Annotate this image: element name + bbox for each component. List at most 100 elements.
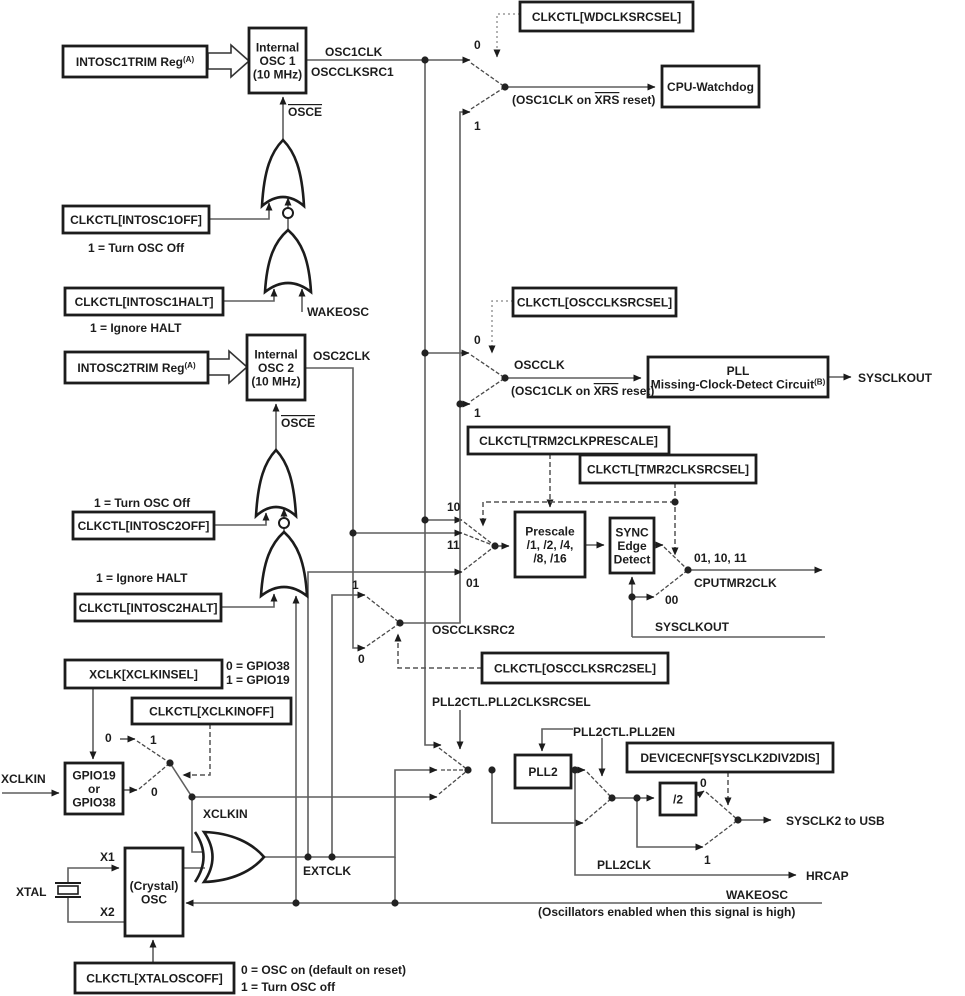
box-tmr2clksrcsel: CLKCTL[TMR2CLKSRCSEL] bbox=[578, 453, 758, 485]
wire bbox=[67, 864, 120, 883]
label-tmr_00: 00 bbox=[665, 593, 679, 607]
label-wakeosc_g1: WAKEOSC bbox=[307, 305, 369, 319]
wire bbox=[169, 762, 193, 798]
mux-arm bbox=[586, 771, 613, 799]
junction-dot bbox=[628, 593, 636, 601]
box-xclkinoff-label: CLKCTL[XCLKINOFF] bbox=[149, 705, 274, 719]
label-wd_sel1: 1 bbox=[474, 119, 481, 133]
or-gate-intosc1halt bbox=[263, 228, 313, 295]
box-intosc1trim-label: INTOSC1TRIM Reg(A) bbox=[76, 55, 195, 70]
junction-dot bbox=[571, 766, 579, 774]
or-gate-intosc2halt bbox=[259, 530, 309, 599]
wire bbox=[191, 797, 204, 853]
label-oscclk: OSCCLK bbox=[514, 358, 565, 372]
mux-arm bbox=[366, 622, 401, 647]
label-xclkin_sel0: 0 bbox=[151, 785, 158, 799]
wire bbox=[307, 568, 463, 857]
label-src2_0: 0 bbox=[358, 652, 365, 666]
box-prescale-label: Prescale bbox=[525, 525, 575, 539]
wire bbox=[208, 202, 273, 220]
junction-dot bbox=[166, 759, 174, 767]
box-cpu_watchdog-label: CPU-Watchdog bbox=[667, 80, 754, 94]
box-gpio_mux-label: or bbox=[88, 782, 100, 796]
wire bbox=[223, 288, 278, 302]
wire bbox=[305, 367, 366, 652]
junction-dot bbox=[501, 83, 509, 91]
mux-arm bbox=[470, 86, 506, 110]
mux-arm bbox=[663, 546, 689, 571]
box-wdclksrcsel: CLKCTL[WDCLKSRCSEL] bbox=[518, 0, 695, 33]
label-osc1clk: OSC1CLK bbox=[325, 45, 383, 59]
box-trm2clkprescale: CLKCTL[TRM2CLKPRESCALE] bbox=[466, 425, 671, 456]
wire bbox=[538, 728, 573, 752]
crystal-icon bbox=[55, 882, 81, 898]
junction-dot bbox=[491, 542, 499, 550]
label-osc2clk: OSC2CLK bbox=[313, 349, 371, 363]
label-oscclksrc1: OSCCLKSRC1 bbox=[311, 65, 394, 79]
or-gate-intosc2off bbox=[254, 448, 298, 520]
box-devicecnf-label: DEVICECNF[SYSCLK2DIV2DIS] bbox=[640, 751, 819, 765]
box-oscclksrc2sel: CLKCTL[OSCCLKSRC2SEL] bbox=[480, 651, 670, 685]
wire bbox=[424, 60, 442, 749]
label-pll2clksrcsel: PLL2CTL.PLL2CLKSRCSEL bbox=[432, 695, 591, 709]
label-sysclkout_tmr: SYSCLKOUT bbox=[655, 620, 730, 634]
inverter-bubble-icon bbox=[282, 207, 294, 219]
label-xclkin_net: XCLKIN bbox=[203, 807, 248, 821]
box-gpio_mux-label: GPIO19 bbox=[72, 769, 116, 783]
box-xclkinoff: CLKCTL[XCLKINOFF] bbox=[130, 696, 293, 726]
junction-dot bbox=[608, 794, 616, 802]
junction-dot bbox=[421, 56, 429, 64]
label-turn_osc_off_2: 1 = Turn OSC Off bbox=[94, 496, 191, 510]
box-sync_edge-label: Edge bbox=[617, 539, 647, 553]
wire bbox=[400, 108, 471, 624]
box-intosc2halt: CLKCTL[INTOSC2HALT] bbox=[73, 592, 223, 623]
xor-gate bbox=[201, 830, 266, 884]
wire bbox=[491, 770, 584, 827]
box-prescale-label: /8, /16 bbox=[533, 552, 567, 566]
label-cputmr2clk: CPUTMR2CLK bbox=[694, 576, 777, 590]
label-x1: X1 bbox=[100, 850, 115, 864]
label-wakeosc_line: WAKEOSC bbox=[726, 888, 788, 902]
junction-dot bbox=[684, 566, 692, 574]
box-intosc1off: CLKCTL[INTOSC1OFF] bbox=[61, 204, 211, 235]
junction-dot bbox=[456, 400, 464, 408]
mux-arm bbox=[463, 521, 496, 547]
label-oscclksrc2: OSCCLKSRC2 bbox=[432, 623, 515, 637]
mux-arm bbox=[463, 545, 496, 571]
label-xclkin_pin: XCLKIN bbox=[1, 772, 46, 786]
label-extclk: EXTCLK bbox=[303, 864, 351, 878]
label-osc_enable_note: (Oscillators enabled when this signal is… bbox=[538, 905, 795, 919]
mux-arm bbox=[470, 354, 506, 379]
box-pll_mcd-label: PLL bbox=[727, 364, 750, 378]
mux-arm bbox=[704, 819, 739, 846]
box-div2-label: /2 bbox=[673, 793, 683, 807]
box-intosc2off-label: CLKCTL[INTOSC2OFF] bbox=[78, 519, 210, 533]
box-gpio_mux-label: GPIO38 bbox=[72, 796, 116, 810]
dashed-control-wire bbox=[488, 300, 513, 354]
or-gate-intosc1off bbox=[260, 138, 306, 209]
label-oscclk_sel1: 1 bbox=[474, 406, 481, 420]
label-xtalosc_note0: 0 = OSC on (default on reset) bbox=[241, 963, 406, 977]
box-pll_mcd-label: Missing-Clock-Detect Circuit(B) bbox=[651, 377, 826, 392]
mux-arm bbox=[584, 797, 613, 822]
dashed-control-wire bbox=[182, 724, 211, 779]
wires bbox=[2, 56, 852, 963]
label-xclkin_sel1: 1 bbox=[150, 733, 157, 747]
junction-dot bbox=[734, 816, 742, 824]
mux-arm bbox=[366, 596, 401, 624]
mux-arm bbox=[470, 377, 506, 402]
label-ignore_halt_1: 1 = Ignore HALT bbox=[90, 321, 182, 335]
box-oscclksrcsel-label: CLKCTL[OSCCLKSRCSEL] bbox=[517, 296, 672, 310]
label-div2_sel0: 0 bbox=[700, 776, 707, 790]
label-wd_sel0: 0 bbox=[474, 38, 481, 52]
label-tmr_10: 10 bbox=[447, 500, 461, 514]
box-oscclksrc2sel-label: CLKCTL[OSCCLKSRC2SEL] bbox=[494, 662, 656, 676]
box-intosc2off: CLKCTL[INTOSC2OFF] bbox=[71, 510, 216, 541]
label-gpio38_note: 0 = GPIO38 bbox=[226, 659, 290, 673]
label-div2_sel1: 1 bbox=[704, 853, 711, 867]
box-tmr2clksrcsel-label: CLKCTL[TMR2CLKSRCSEL] bbox=[587, 463, 749, 477]
